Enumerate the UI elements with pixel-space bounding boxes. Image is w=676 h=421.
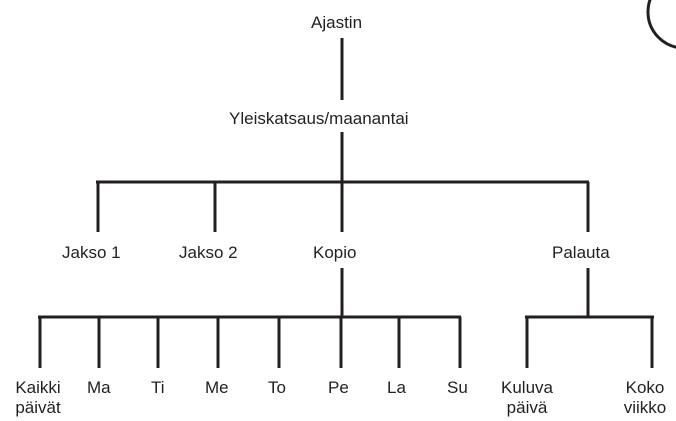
node-copy: Kopio [313,243,357,262]
node-mon: Ma [87,378,111,397]
node-overview: Yleiskatsaus/maanantai [229,109,409,128]
node-period2: Jakso 2 [179,243,238,262]
whole-week-line1: Koko [625,378,665,397]
node-fri: Pe [328,378,349,397]
node-sat: La [387,378,406,397]
node-root: Ajastin [311,13,363,32]
node-sun: Su [447,378,468,397]
node-current-day: Kuluva päivä [492,378,562,418]
all-days-line2: päivät [15,398,61,417]
node-period1: Jakso 1 [62,243,121,262]
node-whole-week: Koko viikko [617,378,673,418]
all-days-line1: Kaikki [15,378,61,397]
node-thu: To [268,378,286,397]
node-restore: Palauta [552,243,610,262]
current-day-line1: Kuluva [501,378,553,397]
node-tue: Ti [151,378,165,397]
node-all-days: Kaikki päivät [9,378,67,418]
node-wed: Me [205,378,229,397]
whole-week-line2: viikko [623,398,667,417]
circle-marker-icon [646,0,676,49]
current-day-line2: päivä [506,398,548,417]
